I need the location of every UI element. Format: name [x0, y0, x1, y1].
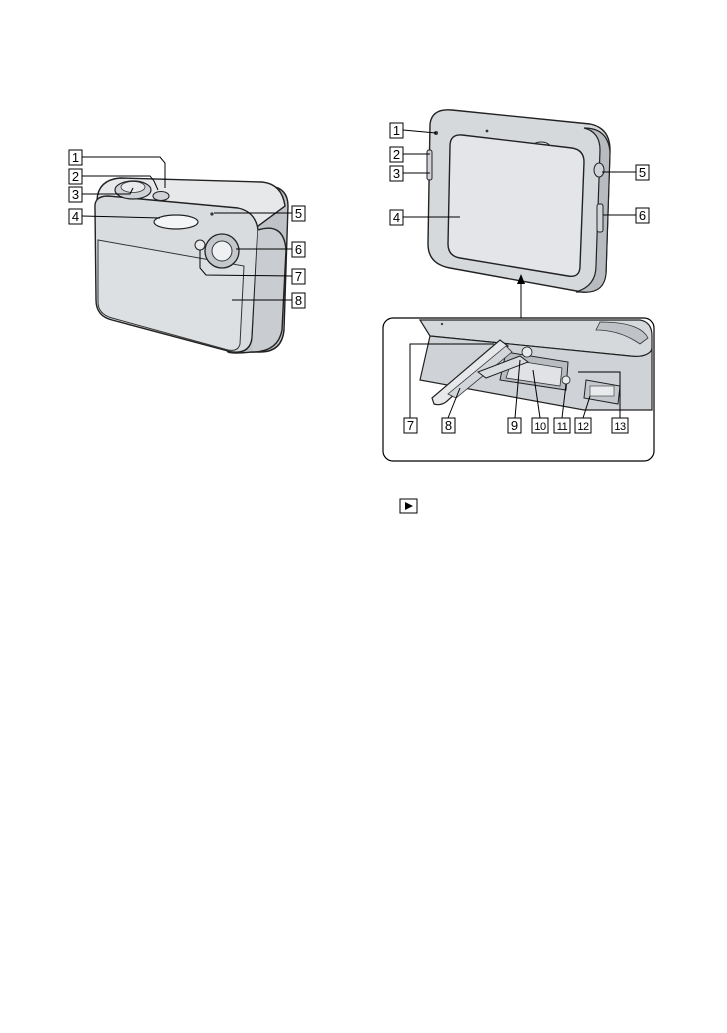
bottom-callout-13: 13 — [612, 418, 628, 433]
rear-camera-illustration — [427, 110, 610, 292]
bottom-callout-7: 7 — [404, 418, 417, 433]
rear-callout-4: 4 — [390, 210, 403, 225]
bottom-callout-12: 12 — [575, 418, 591, 433]
bottom-callout-9: 9 — [508, 418, 521, 433]
bottom-callout-8: 8 — [442, 418, 455, 433]
svg-text:2: 2 — [393, 147, 400, 162]
svg-text:3: 3 — [393, 166, 400, 181]
front-callout-2: 2 — [69, 169, 82, 184]
front-camera-illustration — [95, 178, 288, 353]
bottom-callout-11: 11 — [554, 418, 570, 433]
svg-text:1: 1 — [72, 150, 79, 165]
front-callout-6: 6 — [292, 242, 305, 257]
rear-callout-2: 2 — [390, 147, 403, 162]
svg-text:6: 6 — [295, 242, 302, 257]
bottom-view-inset — [383, 318, 654, 461]
svg-text:13: 13 — [614, 421, 626, 433]
rear-callout-3: 3 — [390, 166, 403, 181]
svg-text:2: 2 — [72, 169, 79, 184]
svg-text:4: 4 — [72, 209, 79, 224]
svg-text:7: 7 — [295, 269, 302, 284]
svg-text:3: 3 — [72, 187, 79, 202]
rear-callout-5: 5 — [636, 165, 649, 180]
svg-text:5: 5 — [295, 206, 302, 221]
front-callout-4: 4 — [69, 209, 82, 224]
svg-text:8: 8 — [295, 293, 302, 308]
svg-text:7: 7 — [407, 418, 414, 433]
front-callout-1: 1 — [69, 150, 82, 165]
svg-text:12: 12 — [577, 421, 589, 433]
svg-text:6: 6 — [639, 208, 646, 223]
svg-text:9: 9 — [511, 418, 518, 433]
bottom-callout-10: 10 — [532, 418, 548, 433]
rear-callout-6: 6 — [636, 208, 649, 223]
play-triangle-icon — [400, 499, 417, 513]
front-callout-3: 3 — [69, 187, 82, 202]
svg-text:4: 4 — [393, 210, 400, 225]
svg-text:11: 11 — [557, 421, 568, 433]
svg-text:1: 1 — [393, 123, 400, 138]
rear-callout-1: 1 — [390, 123, 403, 138]
svg-text:8: 8 — [445, 418, 452, 433]
svg-text:5: 5 — [639, 165, 646, 180]
front-callout-7: 7 — [292, 269, 305, 284]
svg-text:10: 10 — [534, 421, 546, 433]
front-callout-5: 5 — [292, 206, 305, 221]
front-callout-8: 8 — [292, 293, 305, 308]
